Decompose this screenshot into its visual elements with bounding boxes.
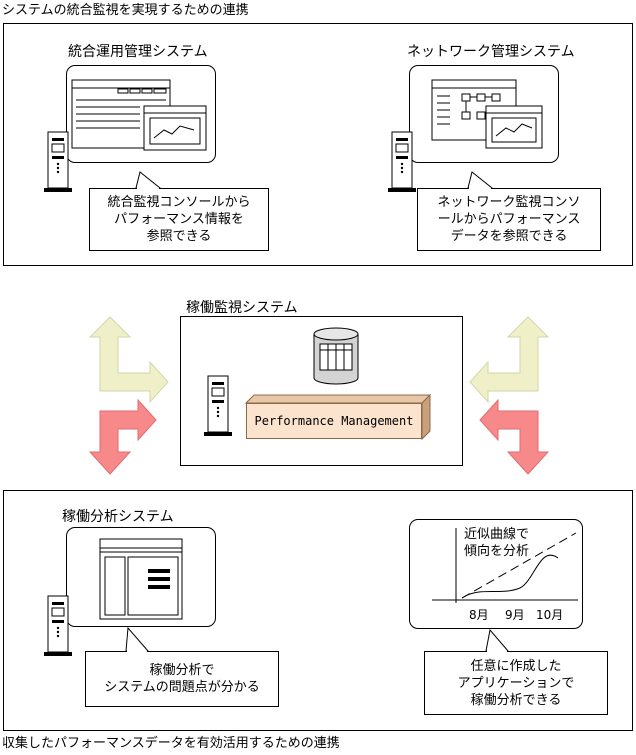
arrow-up-right <box>469 316 550 404</box>
product-box-side <box>244 393 432 441</box>
x-tick-10: 10月 <box>536 608 564 622</box>
integrated-callout-line-3: 参照できる <box>146 229 212 244</box>
network-console-illustration <box>431 79 543 149</box>
app-callout-line-1: 任意に作成した <box>470 658 562 674</box>
app-callout-line-2: アプリケーションで <box>457 675 575 691</box>
database-icon <box>313 327 359 385</box>
server-icon <box>204 375 232 436</box>
network-system-title: ネットワーク管理システム <box>407 44 575 60</box>
server-icon <box>44 131 72 192</box>
trend-label-line-2: 傾向を分析 <box>464 544 530 559</box>
integrated-console-illustration <box>71 79 207 151</box>
analysis-callout-line-1: 稼働分析で <box>149 663 215 678</box>
analysis-callout-line-2: システムの問題点が分かる <box>104 680 260 695</box>
network-callout-line-3: データを参照できる <box>450 229 568 244</box>
network-callout-line-1: ネットワーク監視コンソ <box>437 195 581 210</box>
arrow-up-left <box>88 316 169 404</box>
analysis-system-title: 稼働分析システム <box>62 509 174 525</box>
analysis-callout: 稼働分析で システムの問題点が分かる <box>85 651 279 707</box>
trend-label: 近似曲線で 傾向を分析 <box>464 526 529 560</box>
network-callout-pointer <box>467 171 494 190</box>
server-icon <box>388 131 416 192</box>
trend-graph-bubble <box>409 519 583 629</box>
trend-label-line-1: 近似曲線で <box>464 527 530 542</box>
arrow-down-right <box>479 398 550 475</box>
integrated-callout-pointer <box>135 171 162 190</box>
integrated-system-title: 統合運用管理システム <box>68 44 208 60</box>
integrated-callout-line-2: パフォーマンス情報を <box>114 212 244 227</box>
x-tick-9: 9月 <box>505 608 525 622</box>
top-caption: システムの統合監視を実現するための連携 <box>2 3 249 18</box>
server-icon <box>44 595 72 656</box>
arrow-down-left <box>88 398 157 475</box>
integrated-callout-line-1: 統合監視コンソールから <box>107 195 251 210</box>
performance-management-box: Performance Management <box>246 403 422 439</box>
integrated-callout: 統合監視コンソールから パフォーマンス情報を 参照できる <box>89 188 269 251</box>
network-callout-line-2: ールからパフォーマンス <box>437 212 581 227</box>
bottom-caption: 収集したパフォーマンスデータを有効活用するための連携 <box>2 736 340 751</box>
monitoring-system-title: 稼働監視システム <box>186 300 298 316</box>
x-tick-8: 8月 <box>469 608 489 622</box>
network-callout: ネットワーク監視コンソ ールからパフォーマンス データを参照できる <box>417 188 601 251</box>
app-callout: 任意に作成した アプリケーションで 稼働分析できる <box>424 651 608 715</box>
app-callout-line-3: 稼働分析できる <box>470 692 562 708</box>
